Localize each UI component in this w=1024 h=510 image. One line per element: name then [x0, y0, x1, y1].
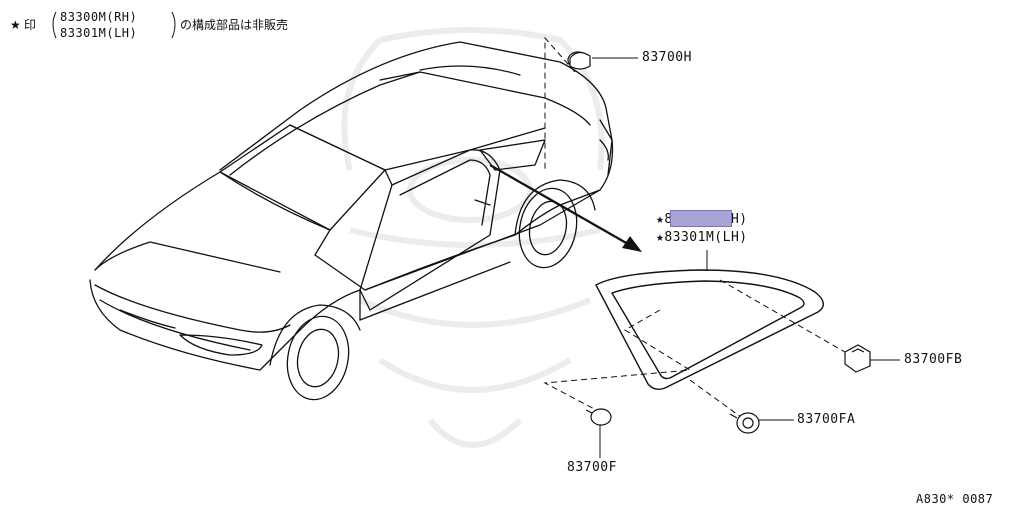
quarter-glass — [595, 269, 824, 391]
clip-83700H-dashed-guide — [544, 36, 576, 170]
dashed-guides — [543, 279, 851, 421]
clip-83700FA-part — [729, 412, 760, 434]
header-note-star: ★ — [10, 18, 21, 32]
car-body — [89, 41, 614, 401]
diagram-code: A830* 0087 — [916, 492, 994, 506]
clip-83700FB-part — [844, 344, 871, 373]
header-note-part-lh: 83301M(LH) — [60, 26, 138, 40]
callout-83700FA: 83700FA — [797, 412, 856, 427]
pointer-arrow — [489, 164, 642, 252]
clip-83700F-part — [585, 408, 612, 426]
callout-83700F: 83700F — [567, 460, 617, 475]
header-note-mark: 印 — [24, 18, 37, 32]
header-note-part-rh: 83300M(RH) — [60, 10, 138, 24]
header-brackets — [52, 11, 176, 39]
callout-83700H: 83700H — [642, 50, 692, 65]
header-note-text: の構成部品は非販売 — [180, 18, 289, 32]
callout-83700FB: 83700FB — [904, 352, 963, 367]
clip-83700H-part — [567, 51, 591, 70]
watermark-crest — [341, 27, 605, 448]
callout-glass-lh: ★83301M(LH) — [656, 230, 748, 245]
redaction-highlight — [670, 210, 732, 227]
